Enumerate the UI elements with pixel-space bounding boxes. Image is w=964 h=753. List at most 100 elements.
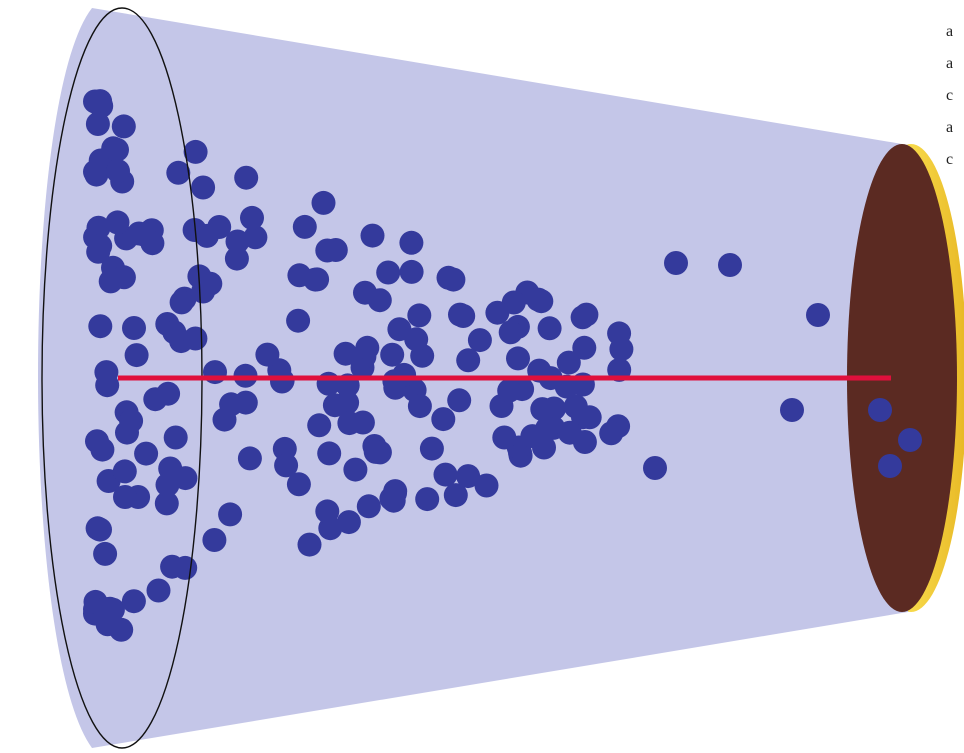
particle xyxy=(154,491,179,516)
particle xyxy=(274,453,299,478)
detector-hit xyxy=(878,454,902,478)
particle xyxy=(363,439,388,464)
detector-hits xyxy=(868,398,922,478)
particle xyxy=(183,326,208,351)
particle xyxy=(526,287,551,312)
particle xyxy=(83,89,107,114)
particle xyxy=(537,316,562,341)
particle xyxy=(355,335,380,360)
particle xyxy=(88,233,113,258)
particle xyxy=(93,541,118,566)
particle xyxy=(95,612,120,637)
particle xyxy=(335,390,360,415)
particle xyxy=(343,457,368,482)
particle xyxy=(127,221,151,246)
particle xyxy=(286,472,311,497)
side-label: a xyxy=(946,119,954,136)
particle xyxy=(98,269,123,294)
particle xyxy=(191,279,216,304)
particle xyxy=(336,510,361,535)
particle xyxy=(572,335,597,360)
particle xyxy=(506,346,530,371)
particle xyxy=(497,378,522,403)
particle xyxy=(225,229,250,254)
particle xyxy=(337,411,362,436)
side-label: a xyxy=(946,23,954,40)
particle xyxy=(105,137,129,162)
particle xyxy=(146,578,171,603)
particle xyxy=(207,215,232,239)
particle xyxy=(607,321,632,346)
particle xyxy=(441,267,466,292)
particle xyxy=(224,246,249,271)
particle xyxy=(234,165,259,190)
particle xyxy=(182,218,207,242)
particle xyxy=(287,263,312,288)
particle xyxy=(134,441,159,466)
particle xyxy=(219,392,244,417)
particle xyxy=(202,528,227,552)
particle xyxy=(111,114,136,139)
particle xyxy=(297,532,322,557)
particle xyxy=(419,436,444,461)
particle xyxy=(492,425,517,450)
particle xyxy=(718,253,742,277)
particle xyxy=(447,388,472,413)
particle xyxy=(399,230,424,255)
particle xyxy=(90,437,115,462)
particle xyxy=(443,483,468,508)
particle xyxy=(381,488,406,513)
side-label: c xyxy=(946,151,954,168)
particle xyxy=(570,305,595,330)
particle xyxy=(498,320,523,345)
particle xyxy=(191,175,216,200)
particle xyxy=(317,441,342,466)
particle xyxy=(485,300,510,325)
particle xyxy=(85,112,110,136)
particle xyxy=(323,238,348,262)
particle xyxy=(307,413,332,438)
detector-hit xyxy=(868,398,892,422)
particle xyxy=(456,464,481,489)
particle xyxy=(433,462,458,487)
detector-hit xyxy=(898,428,922,452)
particle xyxy=(806,303,830,327)
particle xyxy=(243,225,268,250)
particle xyxy=(530,397,555,422)
particle xyxy=(119,408,144,433)
particle xyxy=(155,472,180,497)
particle xyxy=(124,343,149,368)
particle xyxy=(467,328,492,353)
side-label: a xyxy=(946,55,954,72)
particle xyxy=(113,485,137,509)
particle xyxy=(86,215,111,240)
particle xyxy=(382,369,407,394)
particle xyxy=(105,210,130,235)
particle xyxy=(415,487,440,512)
particle xyxy=(183,139,208,164)
particle xyxy=(169,290,194,315)
particle xyxy=(664,251,688,275)
particle xyxy=(292,214,317,239)
particle xyxy=(106,159,130,184)
particle xyxy=(643,456,667,480)
particle xyxy=(520,424,545,449)
particle xyxy=(166,160,191,185)
particle xyxy=(333,341,358,366)
particle xyxy=(399,259,424,284)
particle xyxy=(83,159,107,184)
particle-cloud xyxy=(83,89,830,642)
particle xyxy=(380,342,405,367)
particle xyxy=(162,320,187,345)
particle xyxy=(356,494,381,519)
side-labels: a a c a c xyxy=(946,16,964,176)
particle xyxy=(286,308,311,333)
particle xyxy=(557,420,582,445)
particle xyxy=(218,502,243,527)
particle xyxy=(88,314,113,339)
particle xyxy=(122,316,146,340)
particle xyxy=(88,517,112,542)
particle xyxy=(237,446,262,471)
particle xyxy=(163,425,188,450)
